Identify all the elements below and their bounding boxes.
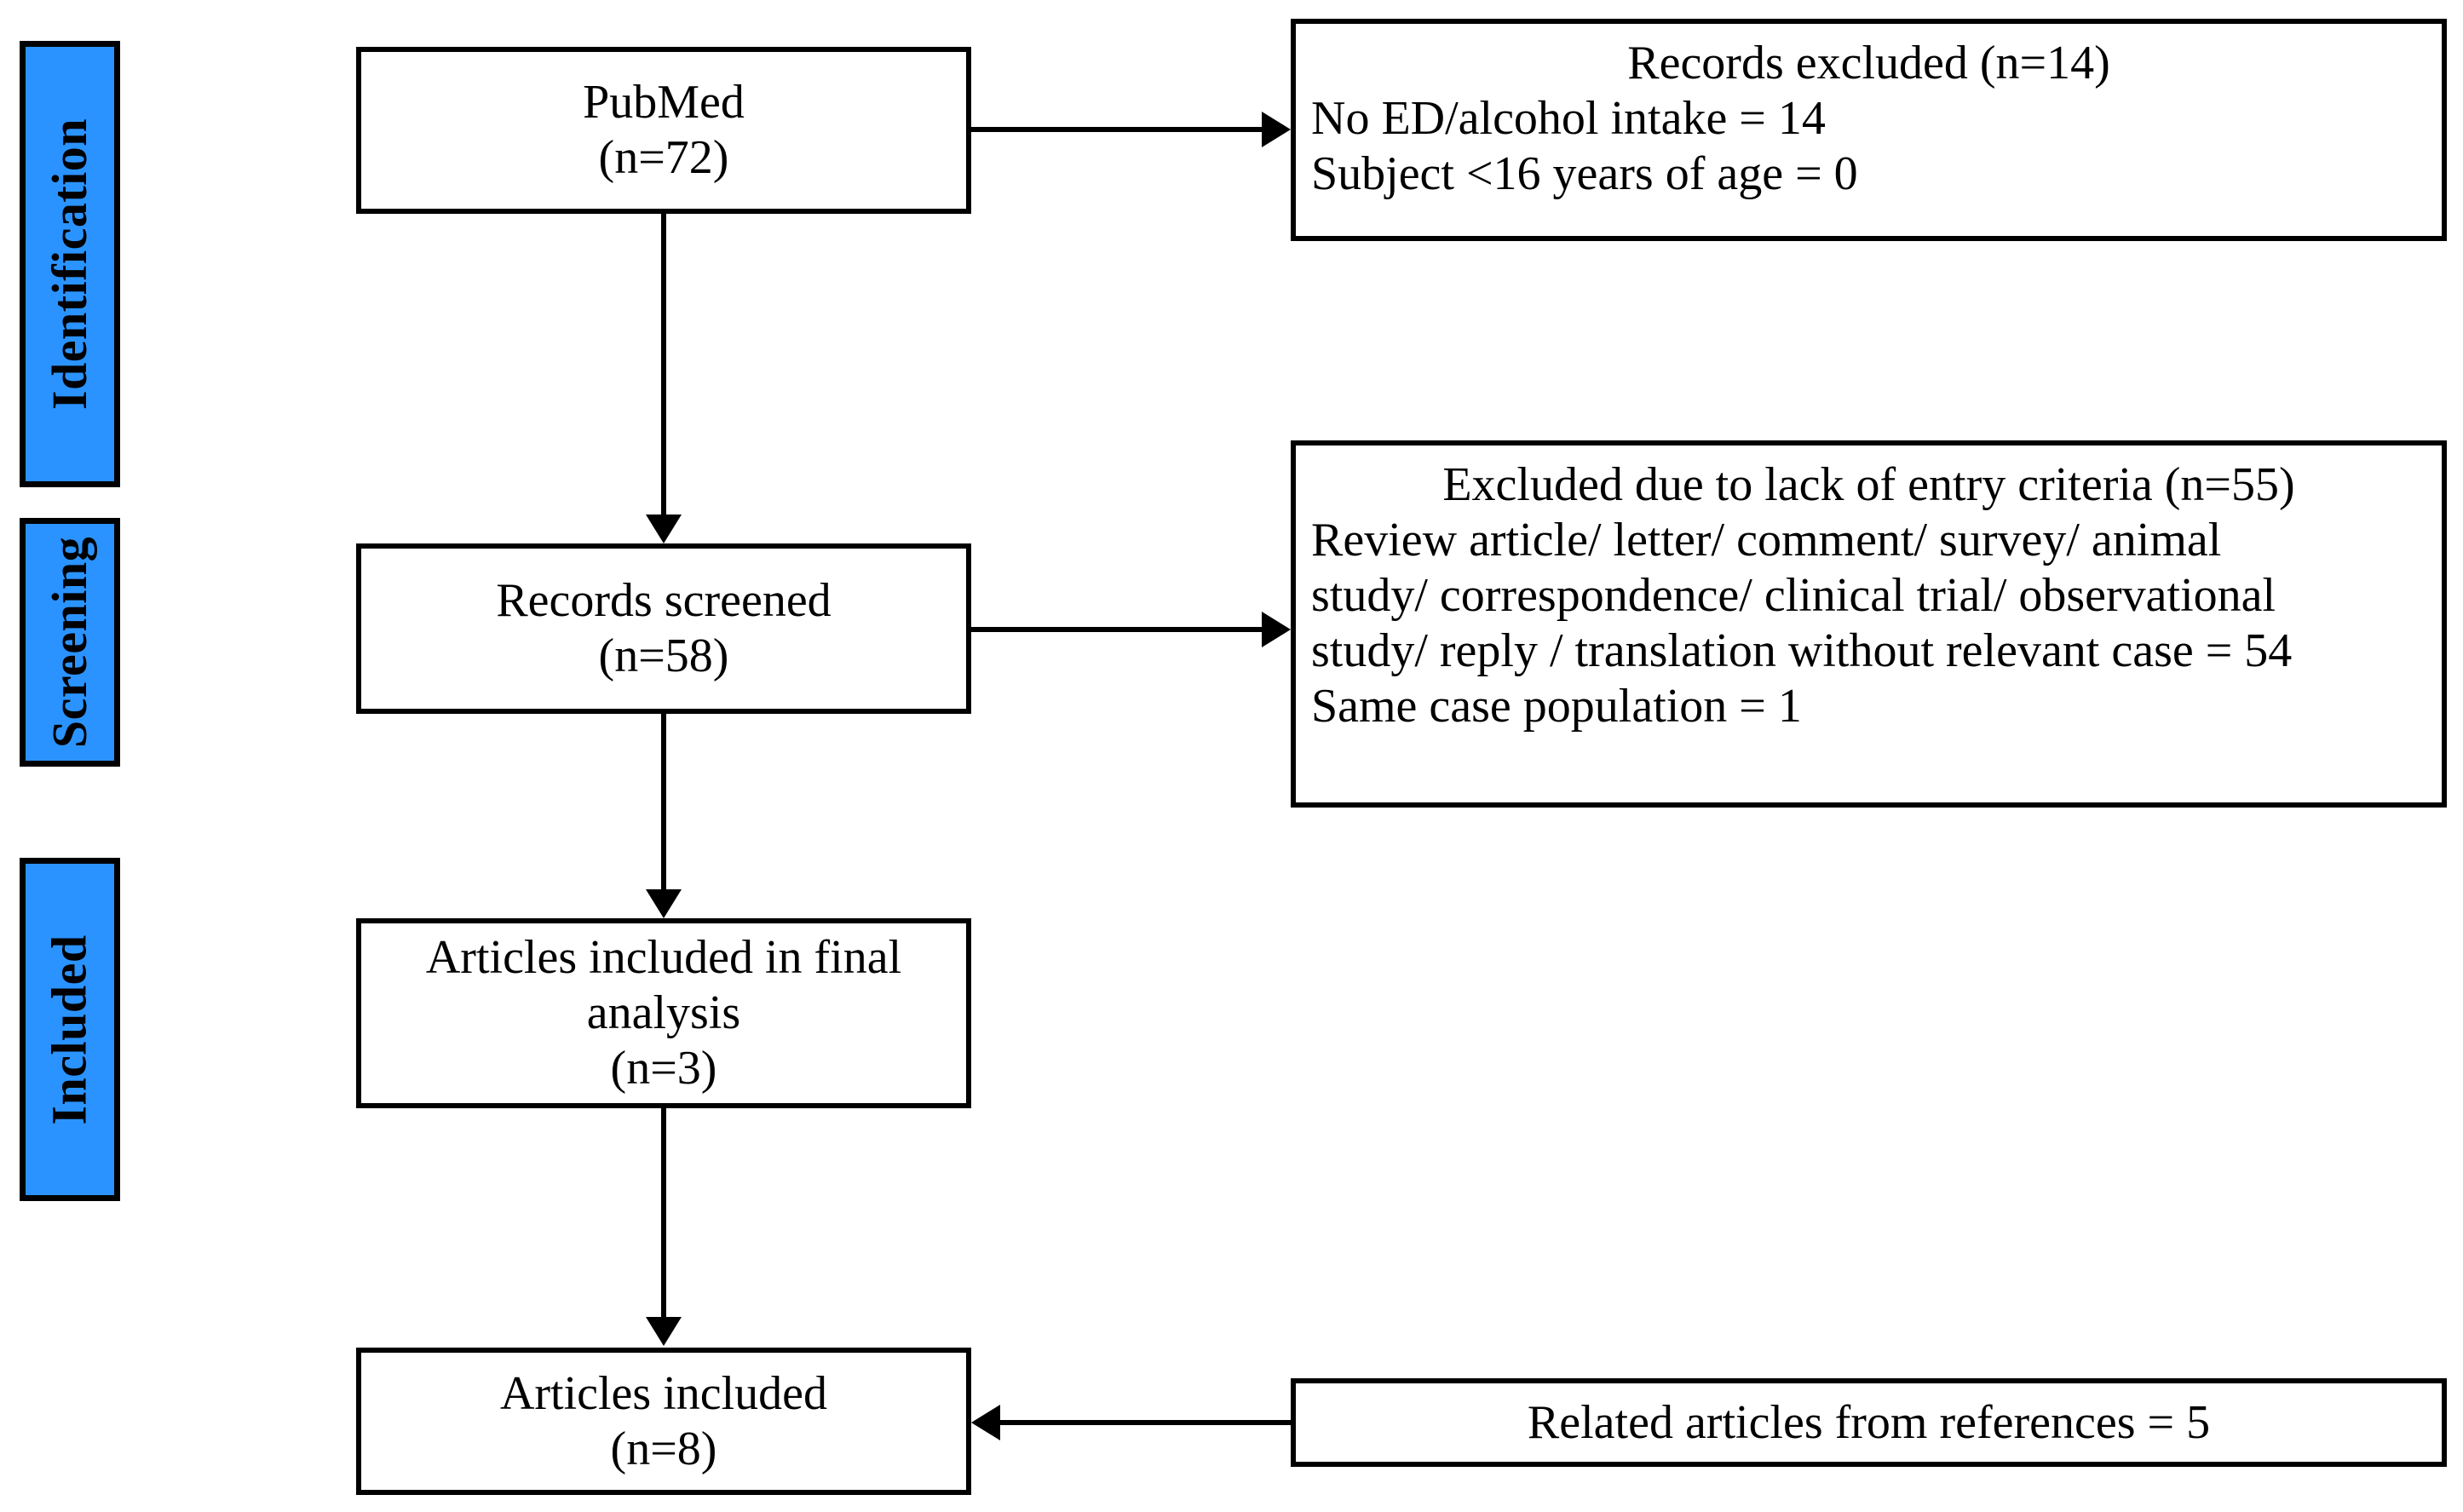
stage-label-screening: Screening xyxy=(42,536,97,749)
connector-final-to-included-line xyxy=(661,1108,666,1319)
excluded-criteria-reason-2: study/ correspondence/ clinical trial/ o… xyxy=(1311,568,2276,622)
connector-related-to-included-line xyxy=(1000,1420,1291,1425)
records-screened-title: Records screened xyxy=(496,574,832,628)
stage-box-included: Included xyxy=(20,858,120,1201)
flow-box-records-excluded: Records excluded (n=14) No ED/alcohol in… xyxy=(1291,19,2447,241)
flow-box-related-articles: Related articles from references = 5 xyxy=(1291,1378,2447,1467)
connector-screened-to-criteria-line xyxy=(971,627,1263,632)
flow-box-articles-included: Articles included (n=8) xyxy=(356,1348,971,1495)
pubmed-title: PubMed xyxy=(583,76,745,129)
related-articles-text: Related articles from references = 5 xyxy=(1527,1395,2211,1449)
articles-final-analysis-title-line1: Articles included in final xyxy=(425,931,902,985)
records-excluded-reason-1: No ED/alcohol intake = 14 xyxy=(1311,91,1826,145)
articles-included-count: (n=8) xyxy=(610,1422,717,1475)
stage-box-identification: Identification xyxy=(20,41,120,487)
connector-final-to-included-arrow xyxy=(646,1317,682,1346)
articles-final-analysis-title-line2: analysis xyxy=(586,986,741,1040)
excluded-criteria-reason-4: Same case population = 1 xyxy=(1311,679,1802,733)
stage-label-identification: Identification xyxy=(42,118,97,411)
excluded-criteria-heading: Excluded due to lack of entry criteria (… xyxy=(1442,458,2295,511)
stage-box-screening: Screening xyxy=(20,518,120,767)
records-excluded-reason-2: Subject <16 years of age = 0 xyxy=(1311,147,1858,200)
stage-label-included: Included xyxy=(42,934,98,1125)
connector-screened-to-final-line xyxy=(661,714,666,893)
connector-pubmed-to-screened-arrow xyxy=(646,515,682,543)
pubmed-count: (n=72) xyxy=(598,131,729,184)
records-screened-count: (n=58) xyxy=(598,630,729,682)
flow-box-records-screened: Records screened (n=58) xyxy=(356,543,971,714)
connector-pubmed-to-excluded-line xyxy=(971,127,1263,132)
articles-final-analysis-count: (n=3) xyxy=(610,1041,717,1095)
connector-screened-to-final-arrow xyxy=(646,889,682,918)
flow-box-pubmed: PubMed (n=72) xyxy=(356,47,971,214)
articles-included-title: Articles included xyxy=(499,1366,828,1420)
connector-screened-to-criteria-arrow xyxy=(1262,612,1291,647)
excluded-criteria-reason-3: study/ reply / translation without relev… xyxy=(1311,624,2293,677)
flow-box-articles-final-analysis: Articles included in final analysis (n=3… xyxy=(356,918,971,1108)
connector-pubmed-to-excluded-arrow xyxy=(1262,112,1291,147)
records-excluded-heading: Records excluded (n=14) xyxy=(1627,37,2110,89)
flow-box-excluded-criteria: Excluded due to lack of entry criteria (… xyxy=(1291,440,2447,808)
connector-pubmed-to-screened-line xyxy=(661,214,666,516)
excluded-criteria-reason-1: Review article/ letter/ comment/ survey/… xyxy=(1311,513,2222,566)
connector-related-to-included-arrow xyxy=(971,1405,1000,1440)
